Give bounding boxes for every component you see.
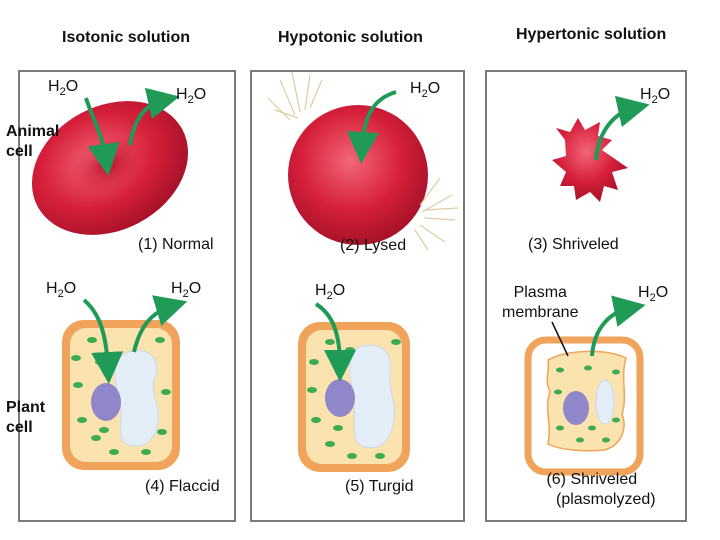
caption-normal: (1) Normal — [138, 236, 214, 253]
water-label: H2O — [315, 282, 346, 303]
water-label: H2O — [48, 78, 79, 99]
caption-lysed: (2) Lysed — [340, 237, 407, 254]
water-label: H2O — [46, 280, 77, 301]
caption-turgid: (5) Turgid — [345, 478, 414, 495]
animal-label-line2: cell — [6, 143, 33, 160]
caption-plasmolyzed-line1: (6) Shriveled — [546, 471, 638, 488]
caption-plasmolyzed-line2: (plasmolyzed) — [556, 491, 656, 508]
water-label: H2O — [640, 86, 671, 107]
plasma-membrane-line1: Plasma — [513, 284, 567, 301]
caption-flaccid: (4) Flaccid — [145, 478, 220, 495]
plant-label-line1: Plant — [6, 399, 46, 416]
plasmolyzed-plant-cell — [524, 336, 644, 476]
animal-cell-label: Animal cell — [6, 122, 59, 162]
lysed-red-blood-cell — [267, 71, 459, 251]
plasma-membrane-pointer — [551, 321, 569, 357]
water-label: H2O — [176, 86, 207, 107]
caption-plasmolyzed: (6) Shriveled (plasmolyzed) — [528, 470, 656, 510]
turgid-plant-cell — [298, 322, 410, 472]
hypertonic-title: Hypertonic solution — [516, 26, 667, 43]
plant-cell-label: Plant cell — [6, 398, 45, 438]
plasma-membrane-line2: membrane — [502, 304, 579, 321]
animal-label-line1: Animal — [6, 123, 60, 140]
isotonic-title: Isotonic solution — [62, 29, 190, 46]
caption-shriveled: (3) Shriveled — [528, 236, 619, 253]
hypotonic-title: Hypotonic solution — [278, 29, 423, 46]
shriveled-red-blood-cell — [552, 118, 628, 202]
water-label: H2O — [638, 284, 669, 305]
plasma-membrane-label: Plasma membrane — [502, 283, 578, 323]
water-label: H2O — [410, 80, 441, 101]
water-label: H2O — [171, 280, 202, 301]
plant-label-line2: cell — [6, 419, 33, 436]
